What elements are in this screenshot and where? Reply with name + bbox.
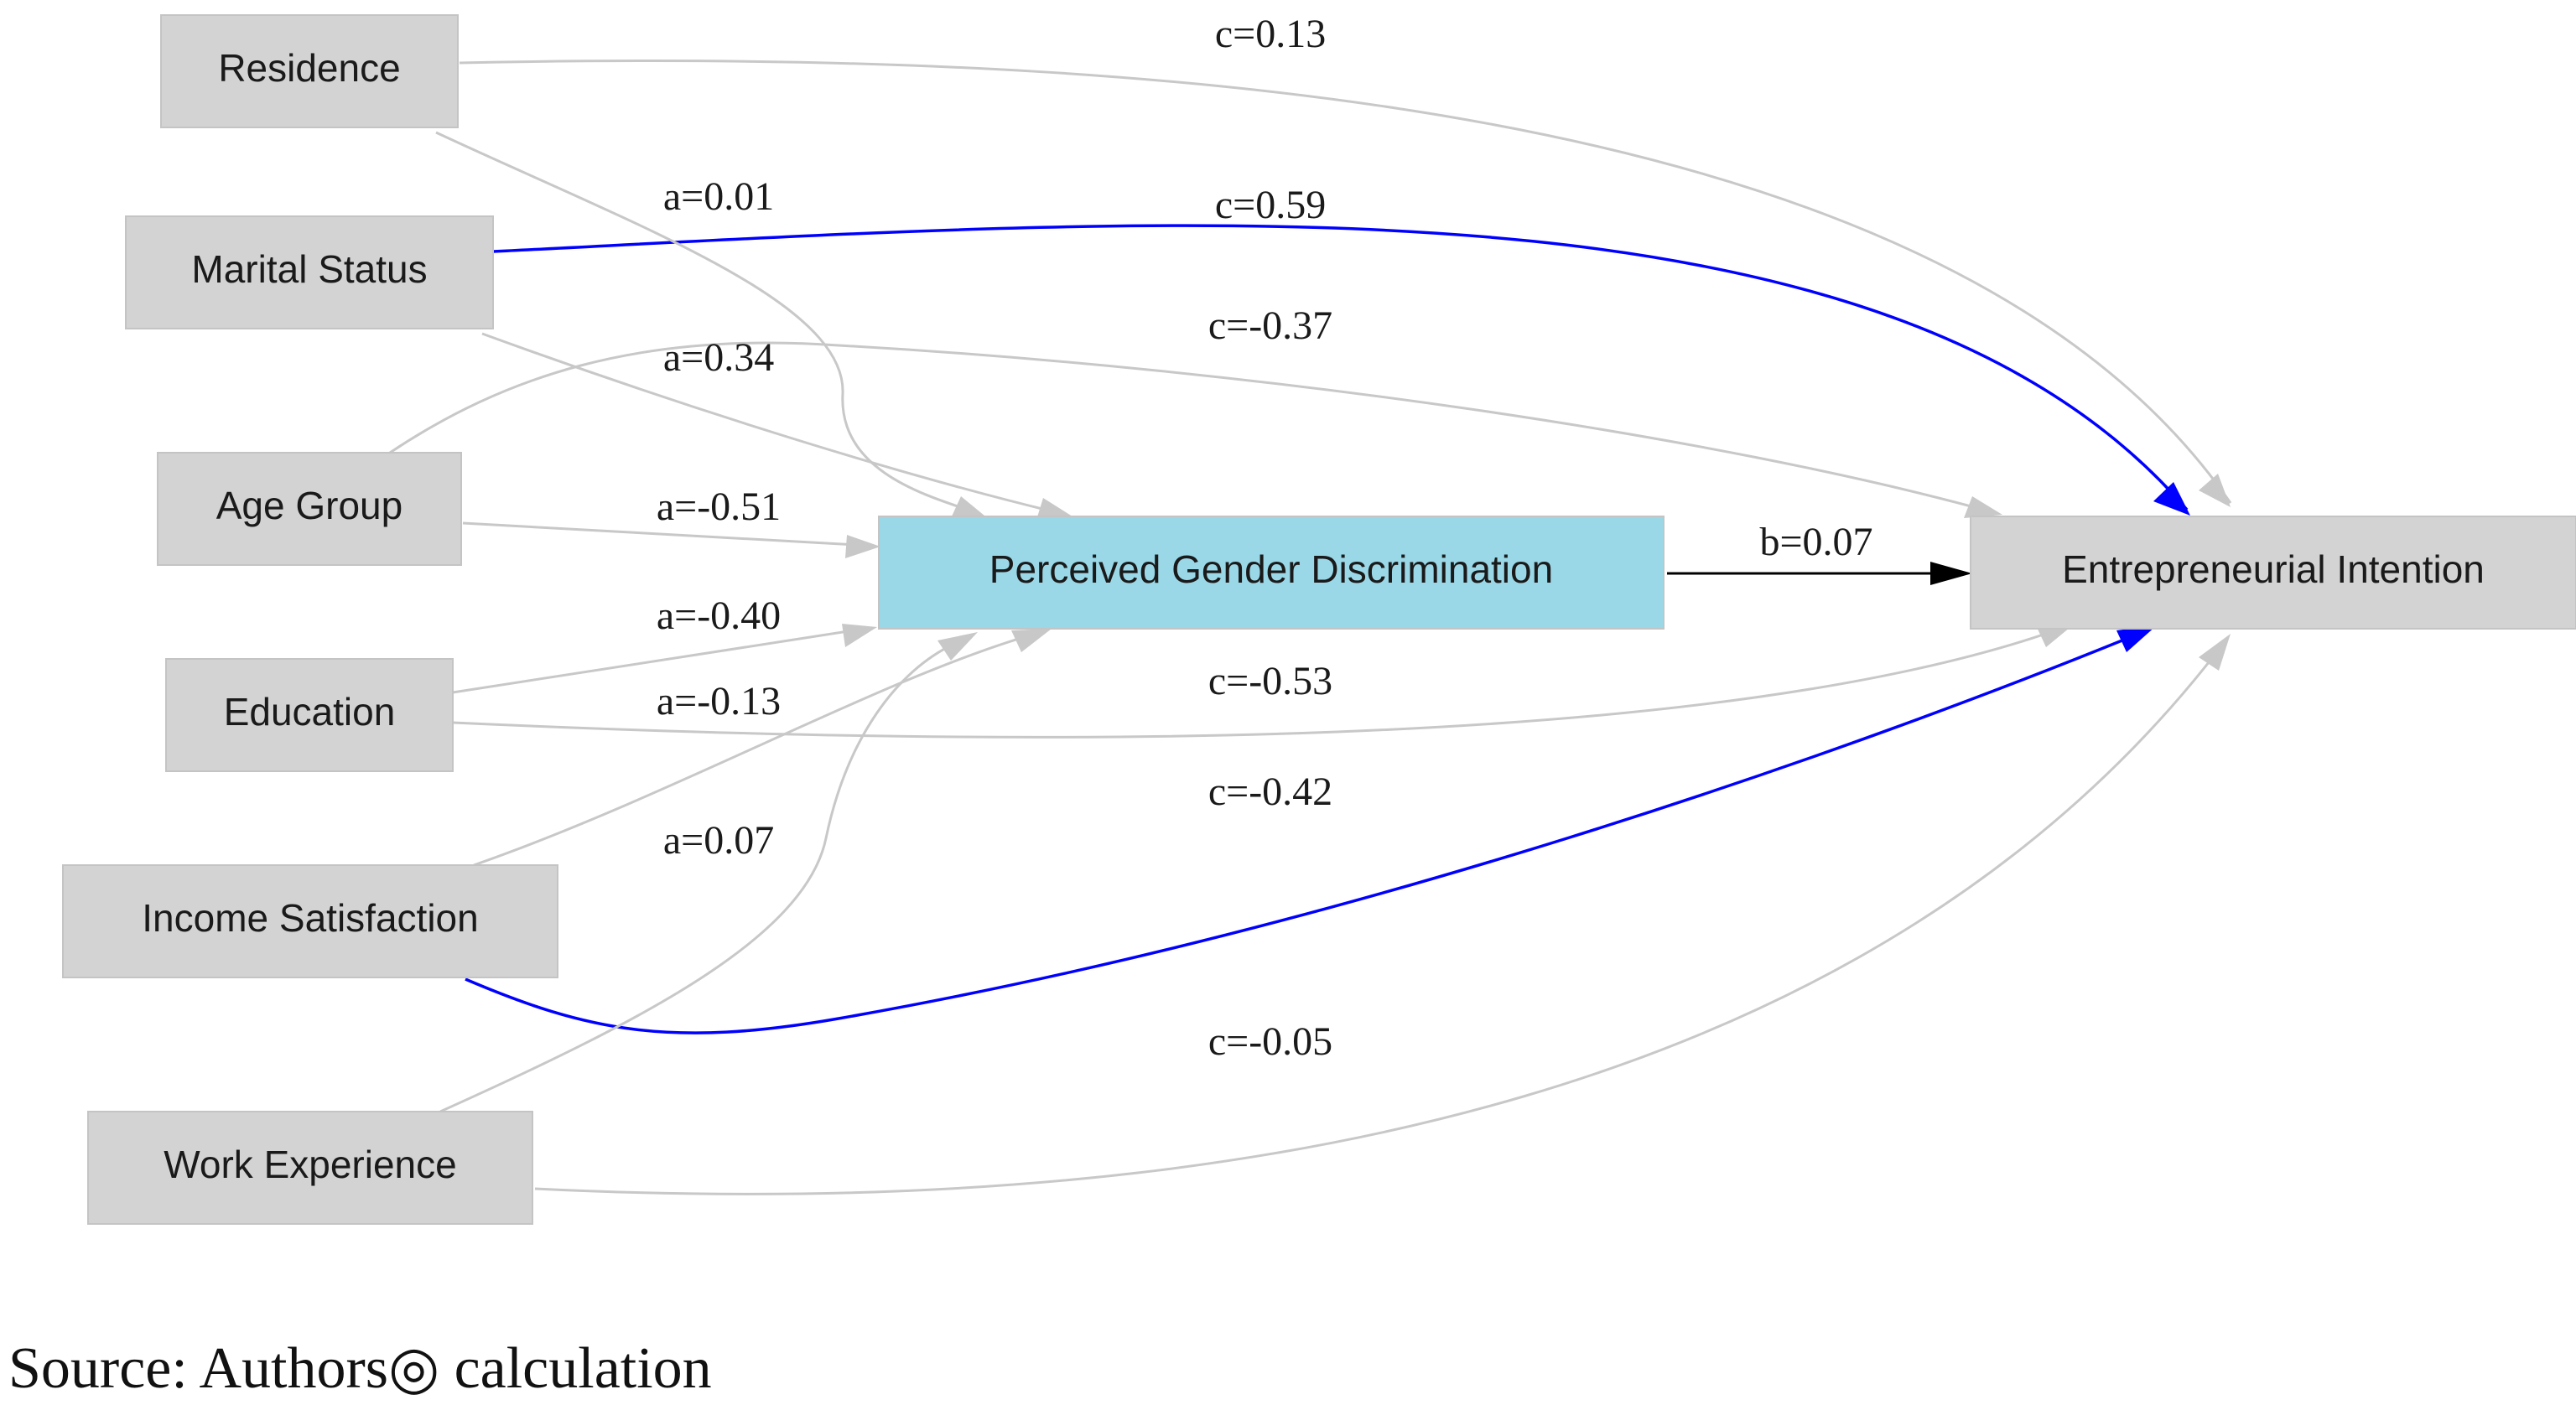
label-c-education: c=-0.53: [1208, 659, 1332, 703]
edge-income-to-intention: [465, 627, 2152, 1034]
label-a-income: a=-0.13: [657, 679, 781, 723]
arrowhead-marital-to-intention: [2153, 482, 2190, 516]
label-a-work: a=0.07: [663, 818, 774, 863]
node-perceived-gender-discrimination: Perceived Gender Discrimination: [878, 516, 1665, 630]
node-age-group: Age Group: [157, 452, 462, 566]
edge-age-to-intention: [389, 341, 1997, 515]
label-c-age: c=-0.37: [1208, 303, 1332, 348]
node-work-experience-label: Work Experience: [164, 1143, 456, 1186]
edge-marital-to-intention: [492, 224, 2189, 511]
node-entrepreneurial-intention: Entrepreneurial Intention: [1970, 516, 2576, 630]
edge-marital-to-discrimination: [481, 332, 1053, 513]
node-age-group-label: Age Group: [216, 484, 402, 527]
arrowhead-income-to-intention: [2116, 625, 2157, 652]
node-income-satisfaction: Income Satisfaction: [62, 864, 558, 978]
label-a-age: a=-0.51: [657, 485, 781, 529]
nodes: Residence Marital Status Age Group Educa…: [62, 14, 2576, 1225]
edge-income-to-discrimination: [473, 634, 1031, 867]
edge-age-to-discrimination: [462, 521, 858, 547]
arrowhead-income-to-discrimination: [1011, 629, 1052, 652]
node-education: Education: [165, 658, 454, 772]
arrowhead-marital-to-discrimination: [1036, 498, 1075, 520]
label-c-work: c=-0.05: [1208, 1019, 1332, 1064]
label-c-marital: c=0.59: [1215, 183, 1326, 227]
node-work-experience: Work Experience: [87, 1111, 533, 1225]
edge-residence-to-intention: [459, 60, 2232, 504]
arrowhead-education-to-discrimination: [842, 624, 877, 647]
b-path-edge: [1667, 562, 1972, 585]
label-b-path: b=0.07: [1759, 520, 1872, 564]
node-perceived-gender-discrimination-label: Perceived Gender Discrimination: [989, 547, 1553, 591]
node-marital-status: Marital Status: [125, 215, 494, 329]
source-note: Source: Authors◎ calculation: [8, 1336, 712, 1401]
label-c-income: c=-0.42: [1208, 770, 1332, 814]
arrowhead-discrimination-to-intention: [1930, 562, 1972, 585]
node-marital-status-label: Marital Status: [191, 247, 427, 291]
arrowhead-work-to-intention: [2199, 634, 2231, 671]
mediation-diagram: Residence Marital Status Age Group Educa…: [62, 12, 2576, 1225]
node-residence-label: Residence: [218, 46, 400, 90]
a-path-edges: [435, 131, 1075, 1113]
arrowhead-age-to-discrimination: [845, 535, 880, 558]
c-path-edges: [389, 60, 2232, 1195]
node-residence: Residence: [160, 14, 459, 128]
arrowhead-residence-to-intention: [2199, 474, 2231, 507]
edge-work-to-discrimination: [439, 642, 955, 1113]
arrowhead-residence-to-discrimination: [951, 496, 989, 520]
arrowhead-age-to-intention: [1964, 496, 2002, 518]
edge-education-to-discrimination: [452, 629, 854, 694]
node-entrepreneurial-intention-label: Entrepreneurial Intention: [2062, 547, 2485, 591]
label-a-education: a=-0.40: [657, 594, 781, 638]
edge-labels: c=0.13 c=0.59 c=-0.37 c=-0.53 c=-0.42 c=…: [657, 12, 1873, 1064]
node-income-satisfaction-label: Income Satisfaction: [142, 896, 478, 940]
label-c-residence: c=0.13: [1215, 12, 1326, 56]
arrowhead-work-to-discrimination: [937, 632, 978, 661]
edge-work-to-intention: [534, 639, 2228, 1195]
label-a-residence: a=0.01: [663, 174, 774, 219]
node-education-label: Education: [224, 690, 396, 734]
edge-residence-to-discrimination: [435, 131, 974, 513]
label-a-marital: a=0.34: [663, 335, 774, 380]
edge-education-to-intention: [452, 624, 2070, 739]
